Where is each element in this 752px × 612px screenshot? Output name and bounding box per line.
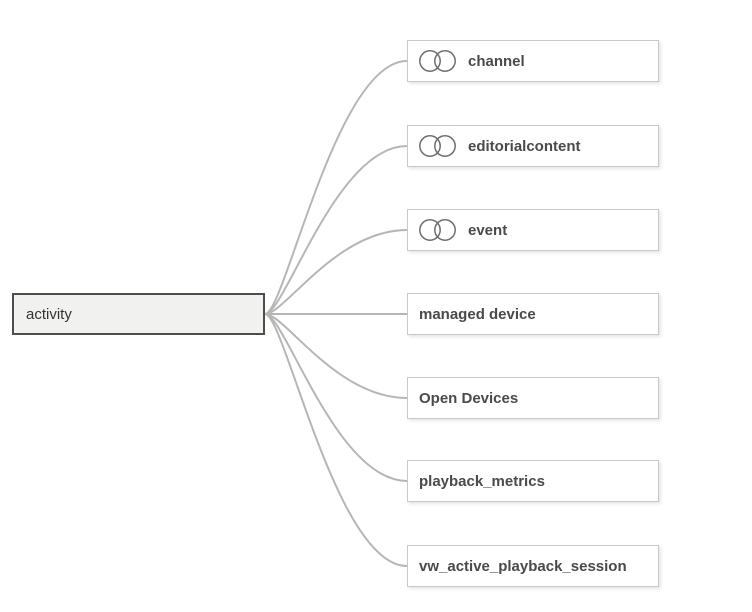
link-curve — [264, 229, 408, 315]
node-label: event — [468, 221, 508, 239]
venn-diagram-icon — [419, 135, 456, 157]
table-node-0[interactable]: channel — [407, 40, 659, 82]
venn-diagram-icon — [419, 219, 456, 241]
root-node-label: activity — [26, 305, 72, 323]
link-curve — [264, 60, 408, 315]
link-curve — [264, 145, 408, 315]
node-label: playback_metrics — [419, 472, 545, 490]
table-node-5[interactable]: playback_metrics — [407, 460, 659, 502]
table-node-6[interactable]: vw_active_playback_session — [407, 545, 659, 587]
node-label: managed device — [419, 305, 536, 323]
table-node-4[interactable]: Open Devices — [407, 377, 659, 419]
node-label: vw_active_playback_session — [419, 557, 627, 575]
link-curve — [264, 313, 408, 399]
table-node-1[interactable]: editorialcontent — [407, 125, 659, 167]
node-label: editorialcontent — [468, 137, 581, 155]
table-node-2[interactable]: event — [407, 209, 659, 251]
venn-diagram-icon — [419, 50, 456, 72]
link-curve — [264, 313, 408, 567]
link-curve — [264, 313, 408, 482]
table-node-3[interactable]: managed device — [407, 293, 659, 335]
node-label: channel — [468, 52, 525, 70]
root-node-activity[interactable]: activity — [12, 293, 265, 335]
node-label: Open Devices — [419, 389, 519, 407]
